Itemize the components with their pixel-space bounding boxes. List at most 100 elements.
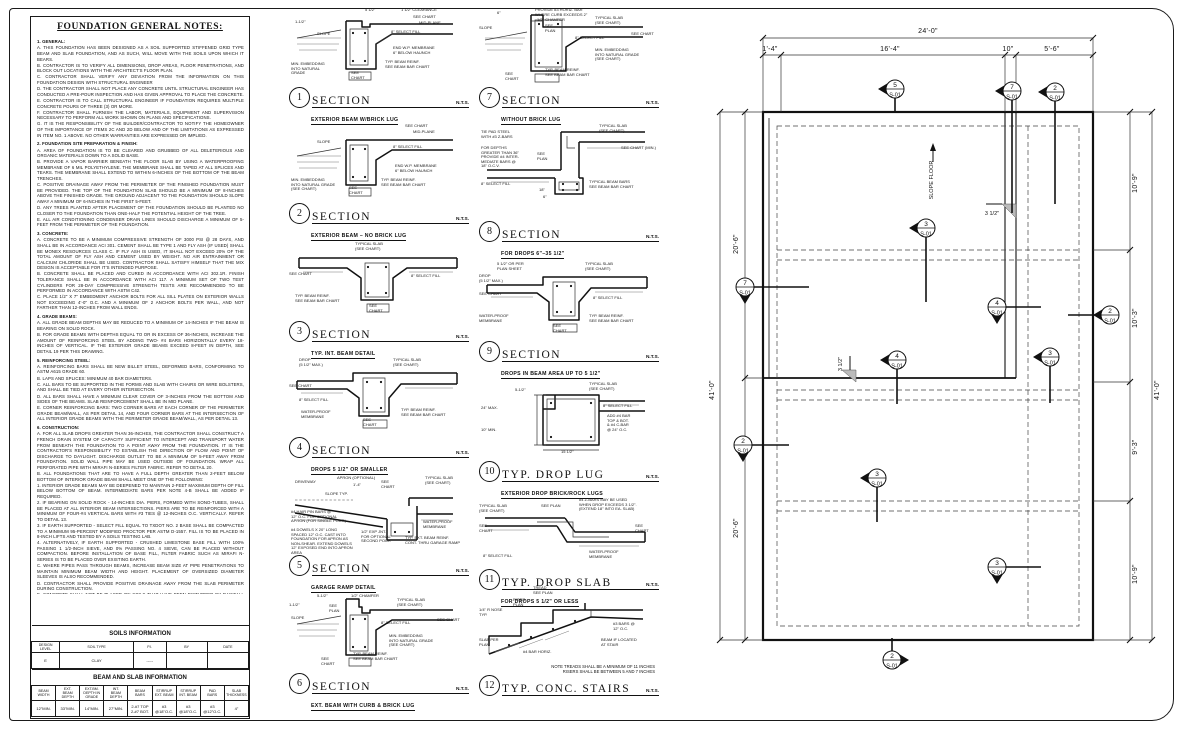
- dimension-label: 41'-0": [1154, 380, 1161, 400]
- table-header-cell: DESIGN LEVEL: [30, 641, 61, 653]
- table-header-cell: EXT.BM. DEPTH IN GRADE: [79, 685, 105, 701]
- section-number-bubble: 3: [289, 321, 310, 342]
- section-number-bubble: 8: [479, 221, 500, 242]
- marker-detail-number: 3: [875, 471, 879, 478]
- note-item: A. REINFORCING BARS SHALL BE NEW BILLET …: [37, 363, 244, 375]
- note-item: D. CONTRACTOR SHALL PROVIDE POSITIVE DRA…: [37, 580, 244, 592]
- section-marker: 2S-01: [1068, 305, 1120, 325]
- marker-detail-number: 7: [743, 280, 747, 287]
- section-number-bubble: 12: [479, 675, 500, 696]
- nts-label: N.T.S.: [645, 475, 659, 480]
- section-subtitle: FOR DROPS 6"–35 1/2": [501, 251, 565, 259]
- note-heading: 1. GENERAL:: [37, 39, 66, 45]
- marker-sheet-ref: S-01: [886, 664, 898, 670]
- section-number-bubble: 5: [289, 555, 310, 576]
- section-title: SECTION: [312, 328, 372, 341]
- table-header-cell: P.I.: [132, 641, 167, 653]
- table-data-cell: 27"MIN.: [103, 700, 129, 717]
- section-title: SECTION: [502, 94, 562, 107]
- note-item: C. ALL BARS TO BE SUPPORTED IN THE FORMS…: [37, 381, 244, 393]
- marker-sheet-ref: S-01: [1044, 361, 1056, 367]
- marker-detail-number: 2: [1053, 85, 1057, 92]
- section-marker: 2S-01: [1038, 82, 1065, 204]
- section-marker: 3S-01: [860, 468, 887, 522]
- section-marker: 2S-01: [733, 435, 789, 462]
- table-header-cell: SLAB THICKNESS: [223, 685, 250, 701]
- beam-section-drawing: [298, 257, 458, 313]
- nts-label: N.T.S.: [455, 569, 469, 574]
- marker-detail-number: 5: [893, 82, 897, 89]
- note-item: B. ALL FOUNDATIONS THAT ARE TO HAVE A FU…: [37, 471, 244, 482]
- section-number-bubble: 1: [289, 87, 310, 108]
- plan-interior-beams: [776, 125, 1080, 627]
- section-number-bubble: 10: [479, 461, 500, 482]
- note-item: C. WHERE PIPES PASS THROUGH BEAMS, INCRE…: [37, 563, 244, 580]
- table-data-cell: 4": [223, 700, 250, 717]
- section-marker: 5S-01: [878, 79, 905, 112]
- section-subtitle: EXT. BEAM WITH CURB & BRICK LUG: [311, 703, 415, 711]
- stairs-note: NOTE TREADS SHALL BE A MINIMUM OF 11 INC…: [551, 664, 655, 674]
- marker-detail-number: 4: [995, 300, 999, 307]
- marker-detail-number: 7: [1010, 84, 1014, 91]
- plan-note-label: SLOPE FLOOR: [929, 161, 935, 200]
- notes-body: 1. GENERAL:A. THIS FOUNDATION HAS BEEN D…: [31, 34, 249, 594]
- table-header-cell: STIRRUP INT. BEAM: [175, 685, 201, 701]
- drop-lug-drawing: [534, 394, 645, 451]
- plan-walls: [761, 110, 1095, 642]
- section-marker: 3S-01: [909, 218, 936, 302]
- beam-section-drawing: [296, 372, 458, 429]
- drop-slab-drawing: [485, 517, 646, 547]
- table-data-cell: -----: [132, 652, 167, 669]
- note-item: B. CONCRETE SHALL BE PLACED AND CURED IN…: [37, 271, 244, 294]
- plan-dimension-lines: [716, 34, 1156, 644]
- marker-sheet-ref: S-01: [891, 364, 903, 370]
- section-marker: 3S-01: [987, 557, 1041, 584]
- section-marker: 7S-01: [995, 81, 1022, 213]
- note-heading: 4. GRADE BEAMS:: [37, 314, 77, 320]
- drop-section-drawing: [487, 131, 645, 195]
- dimension-label: 10'-3": [1132, 308, 1139, 328]
- beam-section-drawing: [296, 139, 453, 197]
- section-marker: 4S-01: [880, 350, 907, 404]
- foundation-plan-drawing: 24'-0"1'-4"16'-4"10"5'-6"20'-6"41'-0"20'…: [709, 28, 1161, 670]
- section-subtitle: TYP. INT. BEAM DETAIL: [311, 351, 376, 359]
- beam-table-title: BEAM AND SLAB INFORMATION: [31, 669, 249, 686]
- note-item: 3. IF EARTH SUPPORTED - SELECT FILL EQUA…: [37, 522, 244, 540]
- notes-title: FOUNDATION GENERAL NOTES:: [57, 22, 223, 32]
- soils-table-title: SOILS INFORMATION: [31, 625, 249, 642]
- note-item: D. ALL BARS SHALL HAVE A MINIMUM CLEAR C…: [37, 393, 244, 405]
- marker-detail-number: 4: [895, 353, 899, 360]
- section-subtitle: EXTERIOR BEAM – NO BRICK LUG: [311, 233, 407, 241]
- foundation-notes-panel: FOUNDATION GENERAL NOTES: 1. GENERAL:A. …: [30, 16, 250, 719]
- table-data-cell: #3 @12"O.C.: [199, 700, 225, 717]
- marker-detail-number: 3: [924, 221, 928, 228]
- table-header-cell: BEAM WIDTH: [30, 685, 57, 701]
- section-detail-4: DROP (5 1/2" MAX.)TYPICAL SLAB (SEE CHAR…: [289, 357, 469, 476]
- dimension-label: 9'-3": [1132, 439, 1139, 455]
- section-sketch: TYPICAL SLAB (SEE CHART)TIE PAD STEEL WI…: [479, 123, 659, 220]
- table-header-cell: SOIL TYPE: [59, 641, 134, 653]
- marker-sheet-ref: S-01: [889, 93, 901, 99]
- table-data-cell: 33"MIN.: [55, 700, 81, 717]
- marker-sheet-ref: S-01: [1049, 96, 1061, 102]
- beam-section-drawing: [484, 14, 643, 83]
- table-data-cell: 2-#7 TOP 2-#7 BOT.: [127, 700, 153, 717]
- note-item: 4. ALTERNATIVELY, IF EARTH SUPPORTED - C…: [37, 540, 244, 563]
- beam-data-row: 12"MIN.33"MIN.14"MIN.27"MIN.2-#7 TOP 2-#…: [30, 700, 250, 717]
- section-number-bubble: 6: [289, 673, 310, 694]
- section-marker: 7S-01: [735, 277, 809, 304]
- table-header-cell: STIRRUP EXT. BEAM: [151, 685, 177, 701]
- section-subtitle: EXTERIOR DROP BRICK/ROCK LUGS: [501, 491, 603, 499]
- table-data-cell: #3 @18"O.C.: [151, 700, 177, 717]
- marker-sheet-ref: S-01: [737, 449, 749, 455]
